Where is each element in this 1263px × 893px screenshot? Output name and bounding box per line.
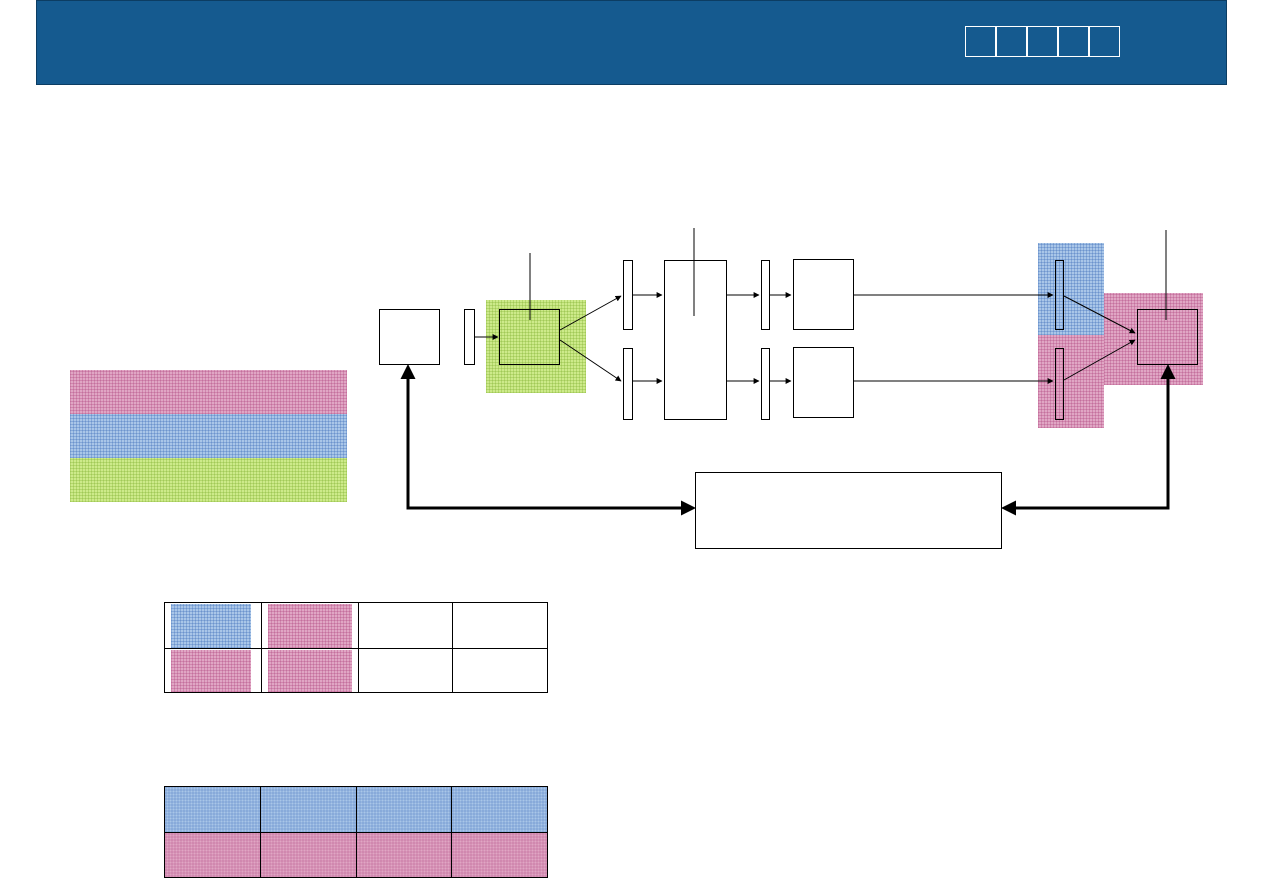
table-cell [357, 648, 454, 693]
table-cell [355, 831, 453, 878]
table-cell [452, 648, 548, 693]
blue-region [1038, 243, 1104, 335]
slim-block-upper-a [623, 260, 633, 330]
table-cell [164, 648, 262, 693]
upper-output-block [793, 259, 854, 330]
table-2 [164, 786, 548, 878]
table-cell [164, 601, 262, 650]
table-cell [259, 831, 357, 878]
table-1 [164, 601, 548, 693]
lower-output-block [793, 347, 854, 418]
control-block [695, 472, 1002, 549]
table-cell [259, 786, 357, 833]
table-row [164, 648, 548, 693]
nav-box-3[interactable] [1027, 26, 1058, 57]
table-cell [451, 786, 548, 833]
slim-block-lower-b [761, 348, 770, 420]
table-cell [452, 601, 548, 650]
table-cell [260, 648, 359, 693]
legend-band-green [70, 458, 347, 502]
nav-box-4[interactable] [1058, 26, 1089, 57]
slim-block-upper-c [1055, 260, 1064, 330]
nav-box-2[interactable] [996, 26, 1027, 57]
table-row [164, 601, 548, 650]
legend-band-blue [70, 414, 347, 458]
table-cell [451, 831, 548, 878]
table-cell [164, 831, 261, 878]
slim-block-upper-b [761, 260, 770, 330]
table-row [164, 831, 548, 878]
source-block [379, 309, 440, 365]
header-bar [36, 0, 1227, 85]
nav-box-5[interactable] [1089, 26, 1120, 57]
legend-band-pink [70, 370, 347, 414]
nav-box-1[interactable] [965, 26, 996, 57]
table-cell [355, 786, 453, 833]
table-cell [260, 601, 359, 650]
table-row [164, 786, 548, 833]
table-cell [164, 786, 261, 833]
table-cell [357, 601, 454, 650]
